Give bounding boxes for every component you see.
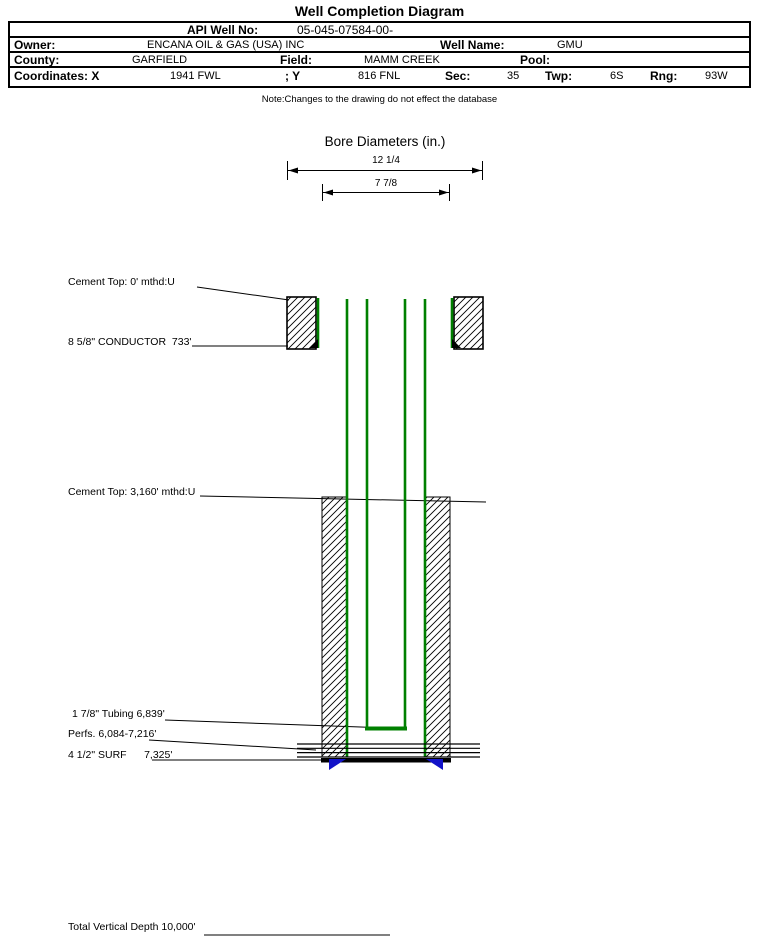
dim-inner-arrow-right bbox=[439, 189, 449, 196]
leader-tubing bbox=[164, 719, 389, 729]
label-total-vertical-depth: Total Vertical Depth 10,000' bbox=[68, 921, 196, 933]
well-name-value: GMU bbox=[557, 39, 583, 51]
conductor-cement-blocks bbox=[286, 296, 484, 350]
sec-value: 35 bbox=[507, 70, 520, 82]
api-well-no-label: API Well No: bbox=[187, 23, 259, 37]
tubing-lines bbox=[365, 299, 407, 731]
county-row: County: GARFIELD Field: MAMM CREEK Pool: bbox=[10, 53, 749, 68]
perforation-lines bbox=[297, 743, 480, 758]
dim-outer-arrow-left bbox=[288, 167, 298, 174]
api-well-no-value: 05-045-07584-00- bbox=[297, 23, 394, 37]
conductor-casing-lines bbox=[316, 298, 454, 348]
dim-inner-arrow-left bbox=[323, 189, 333, 196]
pool-label: Pool: bbox=[520, 53, 550, 67]
label-conductor: 8 5/8" CONDUCTOR 733' bbox=[68, 336, 192, 348]
coordinates-x-value: 1941 FWL bbox=[170, 70, 221, 82]
leader-perfs bbox=[148, 739, 317, 751]
page-title: Well Completion Diagram bbox=[294, 3, 465, 19]
twp-value: 6S bbox=[610, 70, 624, 82]
twp-label: Twp: bbox=[545, 69, 573, 83]
coordinates-label: Coordinates: X bbox=[14, 69, 100, 83]
casing-shoe-markers bbox=[329, 759, 443, 770]
cement-columns bbox=[321, 496, 451, 758]
label-cement-top-surface: Cement Top: 0' mthd:U bbox=[68, 276, 175, 288]
county-value: GARFIELD bbox=[132, 54, 188, 66]
note-text: Note:Changes to the drawing do not effec… bbox=[261, 94, 498, 105]
rng-label: Rng: bbox=[650, 69, 678, 83]
bore-diameter-dimensions bbox=[287, 161, 483, 201]
sec-label: Sec: bbox=[445, 69, 471, 83]
dim-inner-label: 7 7/8 bbox=[346, 178, 426, 189]
bore-diameters-title: Bore Diameters (in.) bbox=[324, 134, 446, 149]
field-value: MAMM CREEK bbox=[364, 54, 440, 66]
coordinates-y-value: 816 FNL bbox=[358, 70, 401, 82]
conductor-shoe-markers bbox=[309, 339, 461, 348]
dim-outer-label: 12 1/4 bbox=[346, 155, 426, 166]
owner-label: Owner: bbox=[14, 38, 56, 52]
coordinates-y-label: ; Y bbox=[285, 69, 301, 83]
label-tubing: 1 7/8" Tubing 6,839' bbox=[72, 708, 165, 720]
county-label: County: bbox=[14, 53, 60, 67]
api-row: API Well No: 05-045-07584-00- bbox=[10, 23, 749, 38]
casing-shoe-bar bbox=[321, 758, 451, 763]
coordinates-row: Coordinates: X 1941 FWL ; Y 816 FNL Sec:… bbox=[10, 68, 749, 86]
label-perfs: Perfs. 6,084-7,216' bbox=[68, 728, 157, 740]
label-surf-casing: 4 1/2" SURF 7,325' bbox=[68, 749, 173, 761]
owner-value: ENCANA OIL & GAS (USA) INC bbox=[147, 39, 305, 51]
field-label: Field: bbox=[280, 53, 312, 67]
well-info-table: API Well No: 05-045-07584-00- Owner: ENC… bbox=[8, 21, 751, 88]
rng-value: 93W bbox=[705, 70, 728, 82]
owner-row: Owner: ENCANA OIL & GAS (USA) INC Well N… bbox=[10, 38, 749, 53]
dim-outer-arrow-right bbox=[472, 167, 482, 174]
surface-casing-lines bbox=[345, 299, 427, 757]
leader-cement-top-surface bbox=[196, 286, 290, 301]
label-cement-top-mid: Cement Top: 3,160' mthd:U bbox=[68, 486, 196, 498]
well-name-label: Well Name: bbox=[440, 38, 505, 52]
